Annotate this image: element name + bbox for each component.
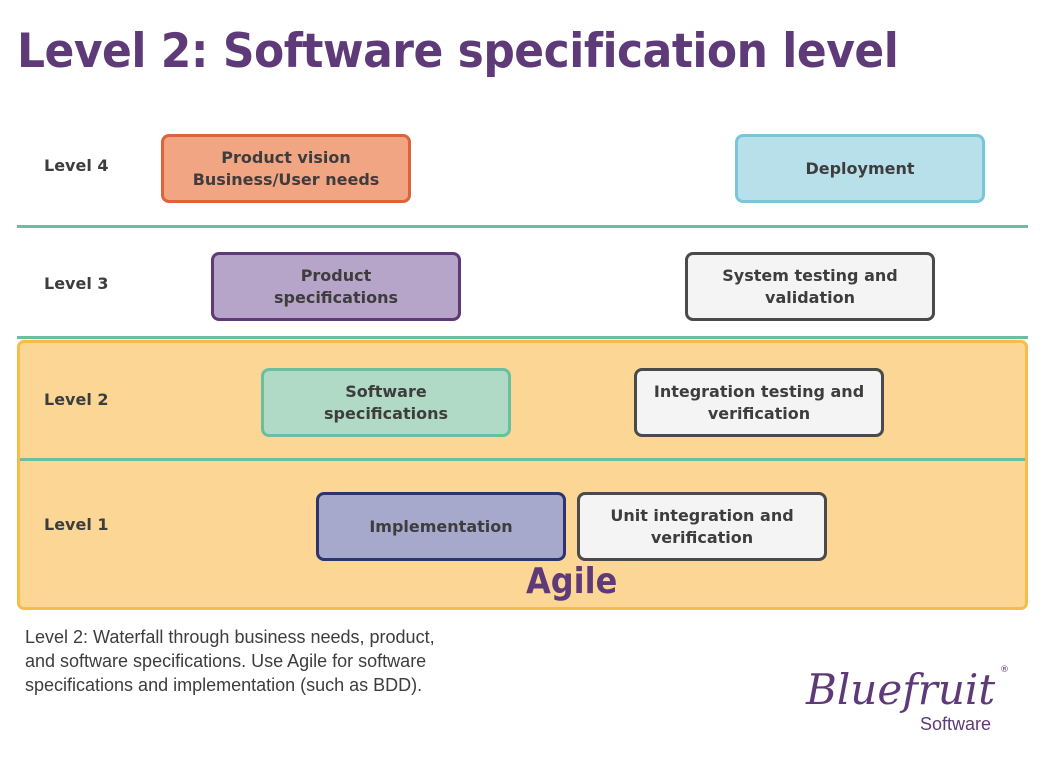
level-2-label: Level 2 [44, 390, 109, 409]
unit-integration-line1: Unit integration and [610, 505, 794, 525]
software-specifications-box: Software specifications [261, 368, 511, 437]
product-vision-line1: Product vision [221, 147, 351, 167]
product-specifications-box: Product specifications [211, 252, 461, 321]
product-specifications-line1: Product [300, 265, 372, 285]
logo-wordmark: Bluefruit [805, 665, 995, 714]
integration-testing-line2: verification [707, 403, 811, 423]
page-title: Level 2: Software specification level [17, 24, 899, 80]
integration-testing-box: Integration testing and verification [634, 368, 884, 437]
system-testing-line1: System testing and [722, 265, 898, 285]
product-specifications-line2: specifications [274, 287, 398, 307]
level-3-divider [17, 336, 1028, 339]
level-2-divider [20, 458, 1025, 461]
implementation-box: Implementation [316, 492, 566, 561]
footnote: Level 2: Waterfall through business need… [25, 627, 435, 695]
system-testing-line2: validation [765, 287, 855, 307]
logo-registered: ® [1000, 665, 1009, 675]
unit-integration-box: Unit integration and verification [577, 492, 827, 561]
software-specifications-line1: Software [345, 381, 427, 401]
software-specifications-line2: specifications [324, 403, 448, 423]
product-vision-box: Product vision Business/User needs [161, 134, 411, 203]
implementation-label: Implementation [369, 516, 513, 536]
level-1-label: Level 1 [44, 515, 109, 534]
deployment-box: Deployment [735, 134, 985, 203]
level-4-divider [17, 225, 1028, 228]
system-testing-box: System testing and validation [685, 252, 935, 321]
product-vision-line2: Business/User needs [192, 169, 380, 189]
level-4-label: Level 4 [44, 156, 109, 175]
logo-sub: Software [920, 714, 991, 734]
agile-label: Agile [526, 560, 618, 602]
integration-testing-line1: Integration testing and [653, 381, 865, 401]
deployment-label: Deployment [805, 158, 915, 178]
unit-integration-line2: verification [650, 527, 754, 547]
level-3-label: Level 3 [44, 274, 109, 293]
bluefruit-logo: Bluefruit ® Software [805, 665, 1009, 734]
